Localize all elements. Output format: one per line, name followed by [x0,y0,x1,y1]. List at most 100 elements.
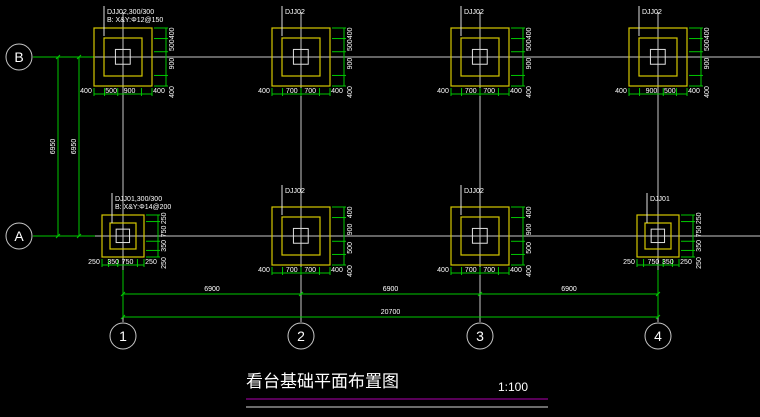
dimension-tick [298,291,304,297]
bottom-dimension-text: 400 [331,267,343,274]
footing-inner-step [460,216,500,256]
right-dimension-text: 900 [526,223,533,235]
bottom-dimension-text: 400 [437,267,449,274]
bottom-dimension-text: 400 [80,88,92,95]
footing-outer-outline [450,27,510,87]
bottom-dimension-text: 700 [465,267,477,274]
footing-tag: DJJ02,300/300 [107,9,154,16]
right-dimension-text: 400 [704,86,711,98]
drawing-title: 看台基础平面布置图 [246,372,399,391]
footing-inner-step [460,37,500,77]
bottom-dimension-text: 250 [680,259,692,266]
right-dimension-text: 900 [347,58,354,70]
row-axis-label: B [14,49,23,65]
right-dimension-text: 350 [696,240,703,252]
bottom-dimension-text: 500 [664,88,676,95]
bottom-dimension-text: 400 [510,267,522,274]
footing-tag: DJJ01 [650,196,670,203]
right-dimension-text: 500 [704,39,711,51]
right-dimension-text: 500 [347,242,354,254]
right-dimension-text: 900 [526,58,533,70]
bottom-dimension-text: 700 [286,88,298,95]
footing-outer-outline [628,27,688,87]
footing-tag: DJJ02 [464,188,484,195]
footing-inner-step [638,37,678,77]
footing-outer-outline [636,214,680,258]
column-axis-label: 1 [119,328,127,344]
dimension-tick [120,314,126,320]
footing-outer-outline [450,206,510,266]
bottom-dimension-text: 700 [304,88,316,95]
bottom-dimension-text: 750 [648,259,660,266]
right-dimension-text: 350 [161,240,168,252]
right-dimension-text: 400 [347,27,354,39]
right-dimension-text: 500 [347,39,354,51]
right-dimension-text: 900 [347,223,354,235]
footing-reinforcement: B: X&Y:Φ14@200 [115,204,171,211]
right-dimension-text: 400 [347,265,354,277]
right-dimension-text: 500 [169,39,176,51]
bottom-dimension-text: 250 [623,259,635,266]
footing-inner-step [109,222,137,250]
span-dimension-text: 6900 [561,286,577,293]
right-dimension-text: 400 [526,206,533,218]
right-dimension-text: 400 [169,27,176,39]
footing-tag: DJJ02 [464,9,484,16]
dimension-tick [477,291,483,297]
bottom-dimension-text: 250 [145,259,157,266]
bottom-dimension-text: 400 [331,88,343,95]
bottom-dimension-text: 900 [646,88,658,95]
footing-outer-outline [271,27,331,87]
right-dimension-text: 400 [347,86,354,98]
span-dimension-text: 6900 [204,286,220,293]
bottom-dimension-text: 900 [124,88,136,95]
footing-outer-outline [271,206,331,266]
right-dimension-text: 900 [704,58,711,70]
bottom-dimension-text: 350 [662,259,674,266]
bottom-dimension-text: 400 [258,267,270,274]
column-outline [114,48,131,65]
bottom-dimension-text: 400 [510,88,522,95]
right-dimension-text: 400 [169,86,176,98]
right-dimension-text: 400 [704,27,711,39]
right-dimension-text: 250 [696,212,703,224]
footing-inner-step [103,37,143,77]
column-axis-bubble [644,322,672,350]
footing-inner-step [644,222,672,250]
column-outline [649,48,666,65]
dimension-tick [655,291,661,297]
vertical-dimension-text: 6950 [50,139,57,155]
bottom-dimension-text: 700 [465,88,477,95]
total-dimension-text: 20700 [381,309,401,316]
column-outline [471,227,488,244]
bottom-dimension-text: 750 [122,259,134,266]
right-dimension-text: 500 [526,39,533,51]
right-dimension-text: 400 [526,27,533,39]
bottom-dimension-text: 400 [437,88,449,95]
span-dimension-text: 6900 [383,286,399,293]
footing-reinforcement: B: X&Y:Φ12@150 [107,17,163,24]
bottom-dimension-text: 700 [304,267,316,274]
right-dimension-text: 400 [526,265,533,277]
right-dimension-text: 250 [161,257,168,269]
footing-tag: DJJ02 [285,9,305,16]
row-axis-bubble [5,43,33,71]
right-dimension-text: 250 [696,257,703,269]
bottom-dimension-text: 700 [483,88,495,95]
column-outline [650,228,666,244]
column-axis-label: 2 [297,328,305,344]
column-outline [115,228,131,244]
footing-inner-step [281,216,321,256]
right-dimension-text: 750 [161,225,168,237]
column-outline [292,227,309,244]
row-axis-bubble [5,222,33,250]
